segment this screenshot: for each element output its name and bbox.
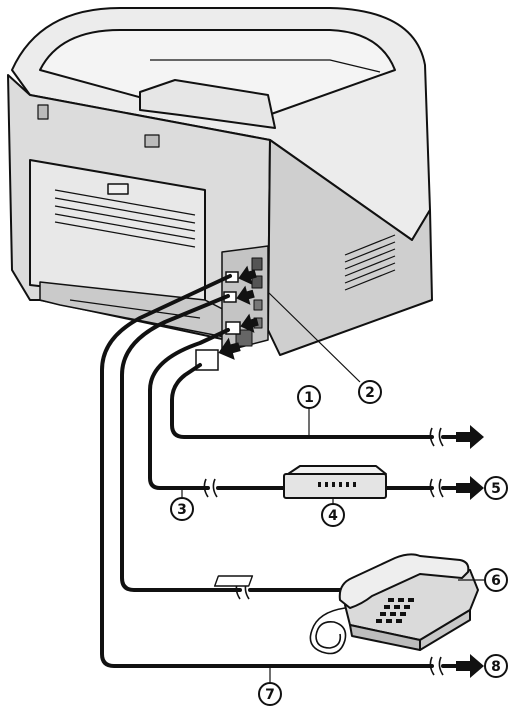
- telephone-coiled-cord: [310, 608, 345, 654]
- callout-label: 1: [304, 390, 314, 406]
- callout-label: 3: [177, 502, 187, 518]
- callout-1: 1: [298, 386, 320, 408]
- callout-2: 2: [359, 381, 381, 403]
- telephone-handset: [215, 554, 478, 653]
- callout-8: 8: [485, 655, 507, 677]
- callout-label: 8: [491, 659, 501, 675]
- right-arrow-icon: [456, 654, 484, 678]
- right-arrow-icon: [456, 425, 484, 449]
- lan-plug: [226, 322, 240, 334]
- callout-6: 6: [485, 569, 507, 591]
- callout-4: 4: [322, 504, 344, 526]
- direction-arrows: [456, 425, 484, 678]
- callout-3: 3: [171, 498, 193, 520]
- network-hub: [284, 466, 386, 498]
- callout-label: 6: [491, 573, 501, 589]
- callout-label: 5: [491, 481, 501, 497]
- callout-5: 5: [485, 477, 507, 499]
- printer-device: [8, 8, 432, 355]
- right-arrow-icon: [456, 476, 484, 500]
- callout-label: 4: [328, 508, 338, 524]
- callout-7: 7: [259, 683, 281, 705]
- callout-label: 2: [365, 385, 375, 401]
- callout-label: 7: [265, 687, 275, 703]
